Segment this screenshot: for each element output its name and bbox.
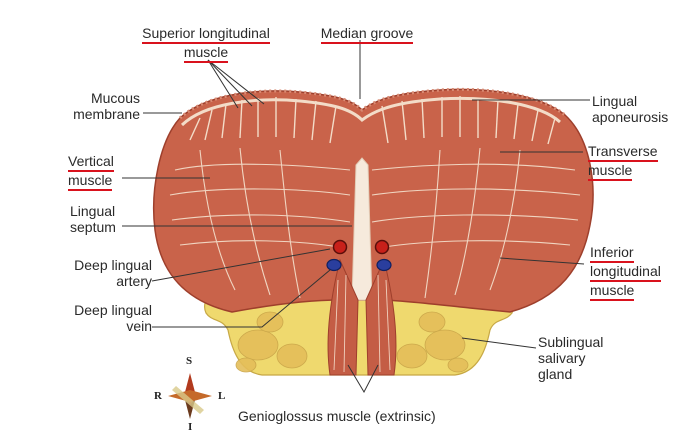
label-deep-lingual-artery: Deep lingual artery	[74, 257, 152, 289]
label-sublingual-gland: Sublingual salivary gland	[538, 334, 604, 382]
label-lingual-aponeurosis: Lingual aponeurosis	[592, 93, 669, 125]
label-superior-longitudinal: Superior longitudinal muscle	[128, 25, 284, 63]
label-lingual-septum: Lingual septum	[70, 203, 116, 235]
orientation-compass	[168, 373, 212, 419]
label-mucous-membrane: Mucous membrane	[73, 90, 140, 122]
tongue-muscle-body	[152, 87, 594, 376]
compass-superior: S	[186, 355, 193, 367]
label-genioglossus: Genioglossus muscle (extrinsic)	[238, 408, 436, 424]
deep-lingual-vessels	[326, 239, 392, 272]
label-inferior-longitudinal: Inferior longitudinal muscle	[590, 244, 661, 301]
label-vertical-muscle: Vertical muscle	[68, 153, 114, 191]
sublingual-gland-region	[204, 285, 514, 376]
leader-lines	[122, 40, 590, 394]
compass-right: R	[154, 390, 162, 402]
label-transverse-muscle: Transverse muscle	[588, 143, 658, 181]
label-median-groove: Median groove	[308, 25, 426, 44]
label-deep-lingual-vein: Deep lingual vein	[74, 302, 152, 334]
compass-left: L	[218, 390, 226, 402]
compass-inferior: I	[188, 421, 193, 433]
